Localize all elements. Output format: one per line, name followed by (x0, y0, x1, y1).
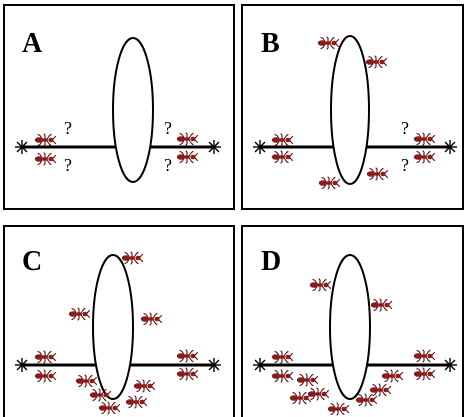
panel-d-barrier (329, 254, 371, 400)
panel-a: A ? ? ? ? (3, 4, 235, 210)
panel-a-question-right-bottom: ? (164, 155, 172, 175)
panel-b-barrier (330, 35, 370, 185)
panel-d-left-asterisk-icon (253, 358, 267, 372)
panel-d-label: D (261, 246, 281, 277)
panel-a-right-asterisk-icon (207, 140, 221, 154)
panel-b-label: B (261, 28, 280, 59)
panel-c: C (3, 225, 235, 417)
panel-c-right-asterisk-icon (207, 358, 221, 372)
panel-a-barrier (112, 37, 154, 183)
panel-b-left-asterisk-icon (253, 140, 267, 154)
panel-b-question-right-bottom: ? (401, 155, 409, 175)
panel-a-question-left-top: ? (64, 118, 72, 138)
panel-b-right-asterisk-icon (443, 140, 457, 154)
panel-a-question-right-top: ? (164, 118, 172, 138)
panel-a-question-left-bottom: ? (64, 155, 72, 175)
panel-a-label: A (22, 28, 43, 59)
panel-c-barrier (92, 254, 134, 400)
panel-c-label: C (22, 246, 42, 277)
panel-d: D (241, 225, 464, 417)
panel-b: B ? ? (241, 4, 464, 210)
panel-a-left-asterisk-icon (15, 140, 29, 154)
panel-b-question-right-top: ? (401, 118, 409, 138)
panel-d-right-asterisk-icon (443, 358, 457, 372)
panel-c-left-asterisk-icon (15, 358, 29, 372)
